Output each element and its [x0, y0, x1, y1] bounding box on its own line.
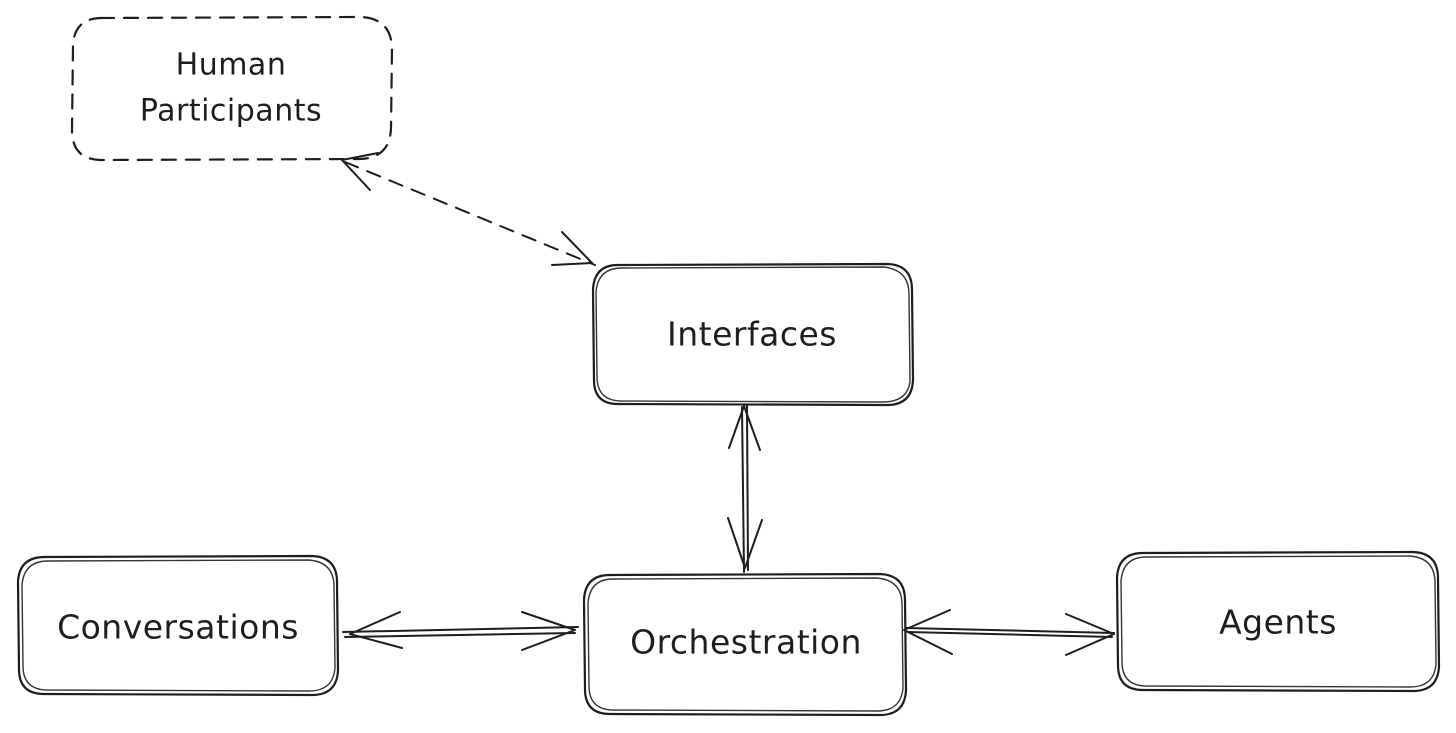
conversations-box-sketch [21, 559, 336, 692]
node-conversations: Conversations [16, 554, 340, 697]
agents-label: Agents [1219, 603, 1337, 642]
edge-orchestration-agents-arrowhead-left [903, 609, 953, 655]
interfaces-box [591, 262, 915, 407]
orchestration-box [582, 572, 908, 717]
edge-human-interfaces-arrowhead-bottom [551, 231, 593, 266]
conversations-box [16, 554, 340, 697]
node-orchestration: Orchestration [582, 572, 908, 717]
node-interfaces: Interfaces [591, 262, 915, 407]
edge-human-interfaces-line [344, 161, 596, 266]
edge-interfaces-orchestration-arrowhead-bottom [727, 517, 763, 569]
interfaces-label: Interfaces [667, 315, 837, 354]
human-participants-box [70, 15, 394, 162]
edge-conversations-orchestration-line-a [342, 626, 579, 633]
edge-human-interfaces [341, 152, 596, 266]
edge-interfaces-orchestration-arrowhead-top [728, 405, 761, 451]
node-human-participants: Human Participants [70, 15, 394, 162]
edge-conversations-orchestration [342, 611, 579, 651]
agents-box-sketch [1120, 555, 1437, 688]
edge-interfaces-orchestration-line-a [741, 406, 745, 573]
edge-interfaces-orchestration-line-b [746, 404, 749, 571]
orchestration-box-sketch [587, 577, 904, 712]
edge-orchestration-agents-line-b [907, 631, 1113, 638]
edge-orchestration-agents-arrowhead-right [1065, 613, 1115, 656]
edge-interfaces-orchestration [727, 404, 763, 573]
edge-conversations-orchestration-arrowhead-right [521, 611, 576, 651]
orchestration-label: Orchestration [630, 623, 862, 662]
human-participants-label-line1: Human [176, 48, 287, 83]
edge-human-interfaces-arrowhead-top [341, 152, 379, 191]
edge-conversations-orchestration-line-b [344, 632, 576, 638]
node-agents: Agents [1115, 550, 1441, 693]
edge-orchestration-agents [903, 609, 1115, 656]
human-participants-label-line2: Participants [140, 94, 322, 129]
interfaces-box-sketch [595, 266, 911, 403]
conversations-label: Conversations [57, 608, 299, 647]
edge-orchestration-agents-line-a [905, 627, 1115, 634]
agents-box [1115, 550, 1441, 693]
edge-conversations-orchestration-arrowhead-left [349, 611, 403, 649]
